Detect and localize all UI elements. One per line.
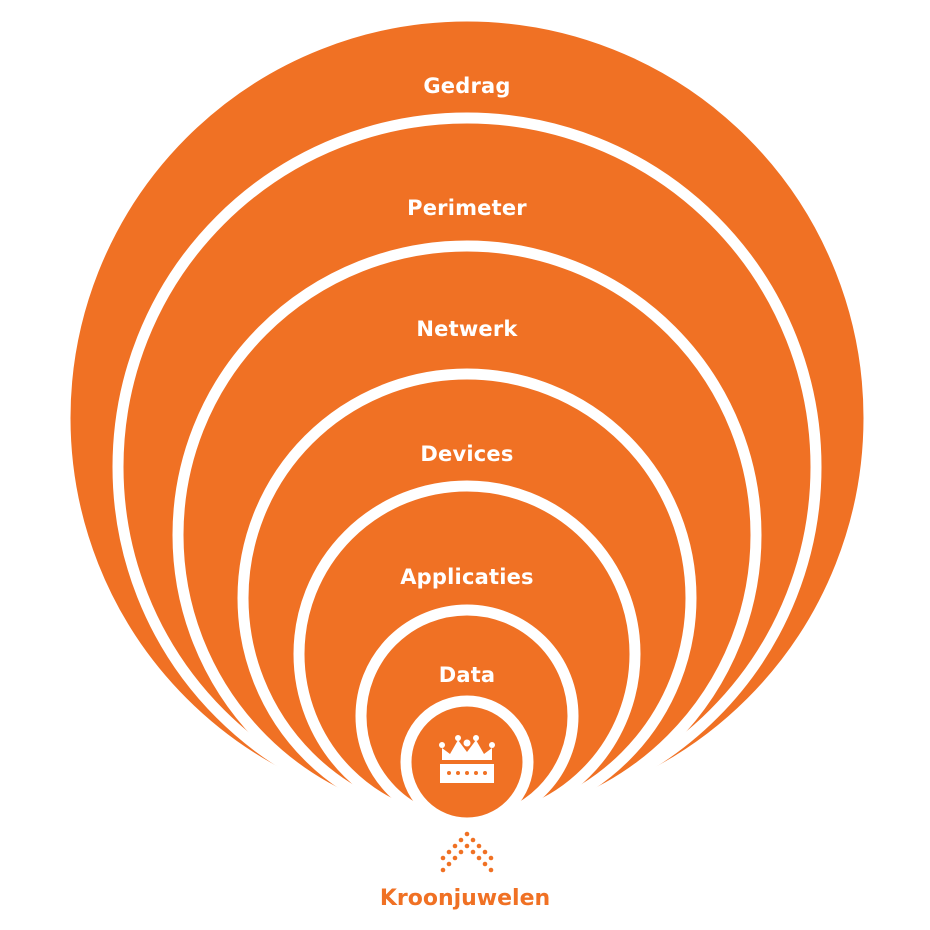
layer-label-applicaties: Applicaties [400,565,534,589]
layer-label-devices: Devices [420,442,513,466]
layer-label-netwerk: Netwerk [416,317,518,341]
layer-label-perimeter: Perimeter [407,196,527,220]
dotted-arrow-up-icon [440,831,494,873]
layer-label-gedrag: Gedrag [423,74,510,98]
caption-kroonjuwelen: Kroonjuwelen [379,886,551,911]
layer-label-data: Data [439,663,496,687]
crown-icon [439,735,495,783]
core-circle [400,695,534,829]
